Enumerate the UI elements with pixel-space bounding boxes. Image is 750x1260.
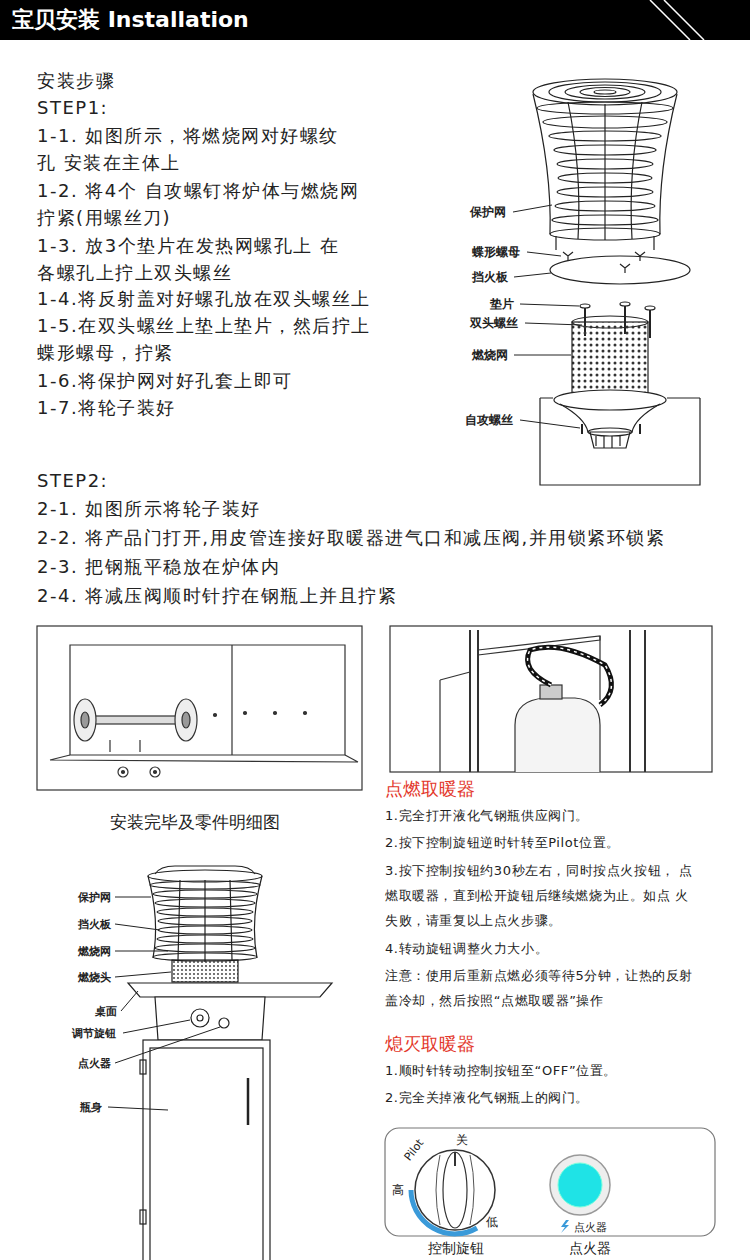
step-text: 1-3. 放3个垫片在发热网螺孔上 在各螺孔上拧上双头螺丝 <box>37 232 347 286</box>
instruction-text: 注意：使用后重新点燃必须等待5分钟，让热的反射 盖冷却，然后按照“点燃取暖器”操… <box>385 963 697 1013</box>
step-text: 1-6.将保护网对好孔套上即可 <box>37 367 293 394</box>
instruction-text: 2.完全关掉液化气钢瓶上的阀门。 <box>385 1085 589 1110</box>
step-heading: STEP2: <box>37 467 108 494</box>
step-text: 1-7.将轮子装好 <box>37 394 176 421</box>
step-text: 1-4.将反射盖对好螺孔放在双头螺丝上 <box>37 285 371 312</box>
dial-mark: 高 <box>392 1183 404 1197</box>
dial-mark: 关 <box>456 1133 468 1147</box>
step-text: 2-3. 把钢瓶平稳放在炉体内 <box>37 553 280 580</box>
gas-bottle-figure <box>390 626 712 772</box>
section-heading: 熄灭取暖器 <box>385 1032 475 1056</box>
leader-lines <box>513 205 582 428</box>
instruction-text: 2.按下控制旋钮逆时针转至Pilot位置。 <box>385 830 620 855</box>
instruction-text: 3.按下控制按钮约30秒左右，同时按点火按钮， 点燃取暖器，直到松开旋钮后继续燃… <box>385 858 697 933</box>
leader-lines <box>108 897 220 1110</box>
step-text: 1-1. 如图所示，将燃烧网对好螺纹孔 安装在主体上 <box>37 122 352 176</box>
step-text: 1-2. 将4个 自攻螺钉将炉体与燃烧网 拧紧(用螺丝刀) <box>37 177 372 231</box>
instruction-text: 4.转动旋钮调整火力大小。 <box>385 936 548 961</box>
button-label: 点火器 <box>574 1221 607 1234</box>
step-text: 2-4. 将减压阀顺时针拧在钢瓶上并且拧紧 <box>37 582 397 609</box>
instruction-text: 1.完全打开液化气钢瓶供应阀门。 <box>385 803 589 828</box>
header-bar <box>0 0 750 40</box>
part-label: 桌面 <box>95 1005 117 1018</box>
part-label: 保护网 <box>78 891 111 904</box>
dial-mark: Pilot <box>402 1137 427 1164</box>
part-label: 燃烧网 <box>472 348 508 362</box>
section-heading: 点燃取暖器 <box>385 777 475 801</box>
part-label: 垫片 <box>490 297 514 311</box>
figure-caption: 点火器 <box>569 1240 611 1256</box>
step-text: 2-1. 如图所示将轮子装好 <box>37 495 261 522</box>
dial-mark: 低 <box>486 1215 498 1229</box>
page-title: 宝贝安装 Installation <box>12 6 249 34</box>
part-label: 瓶身 <box>80 1101 102 1114</box>
exploded-view <box>533 79 700 485</box>
wheel-installation-figure <box>37 626 362 790</box>
step-heading: STEP1: <box>37 94 108 121</box>
part-label: 调节旋钮 <box>72 1027 116 1040</box>
part-label: 挡火板 <box>472 270 508 284</box>
part-label: 双头螺丝 <box>470 316 518 330</box>
part-label: 自攻螺丝 <box>465 413 513 427</box>
part-label: 燃烧网 <box>78 945 111 958</box>
figure-caption: 安装完毕及零件明细图 <box>110 813 280 832</box>
step-text: 2-2. 将产品门打开,用皮管连接好取暖器进气口和减压阀,并用锁紧环锁紧 <box>37 524 665 551</box>
figure-caption: 控制旋钮 <box>428 1240 484 1256</box>
step-text: 1-5.在双头螺丝上垫上垫片，然后拧上 蝶形螺母，拧紧 <box>37 312 382 366</box>
assembled-heater-figure <box>128 866 332 1260</box>
part-label: 蝶形螺母 <box>472 245 520 259</box>
part-label: 挡火板 <box>78 918 111 931</box>
section-heading: 安装步骤 <box>37 67 115 94</box>
part-label: 燃烧头 <box>78 971 111 984</box>
part-label: 点火器 <box>78 1057 111 1070</box>
instruction-text: 1.顺时针转动控制按钮至“OFF”位置。 <box>385 1058 617 1083</box>
part-label: 保护网 <box>470 205 506 219</box>
control-panel-figure <box>385 1128 715 1236</box>
